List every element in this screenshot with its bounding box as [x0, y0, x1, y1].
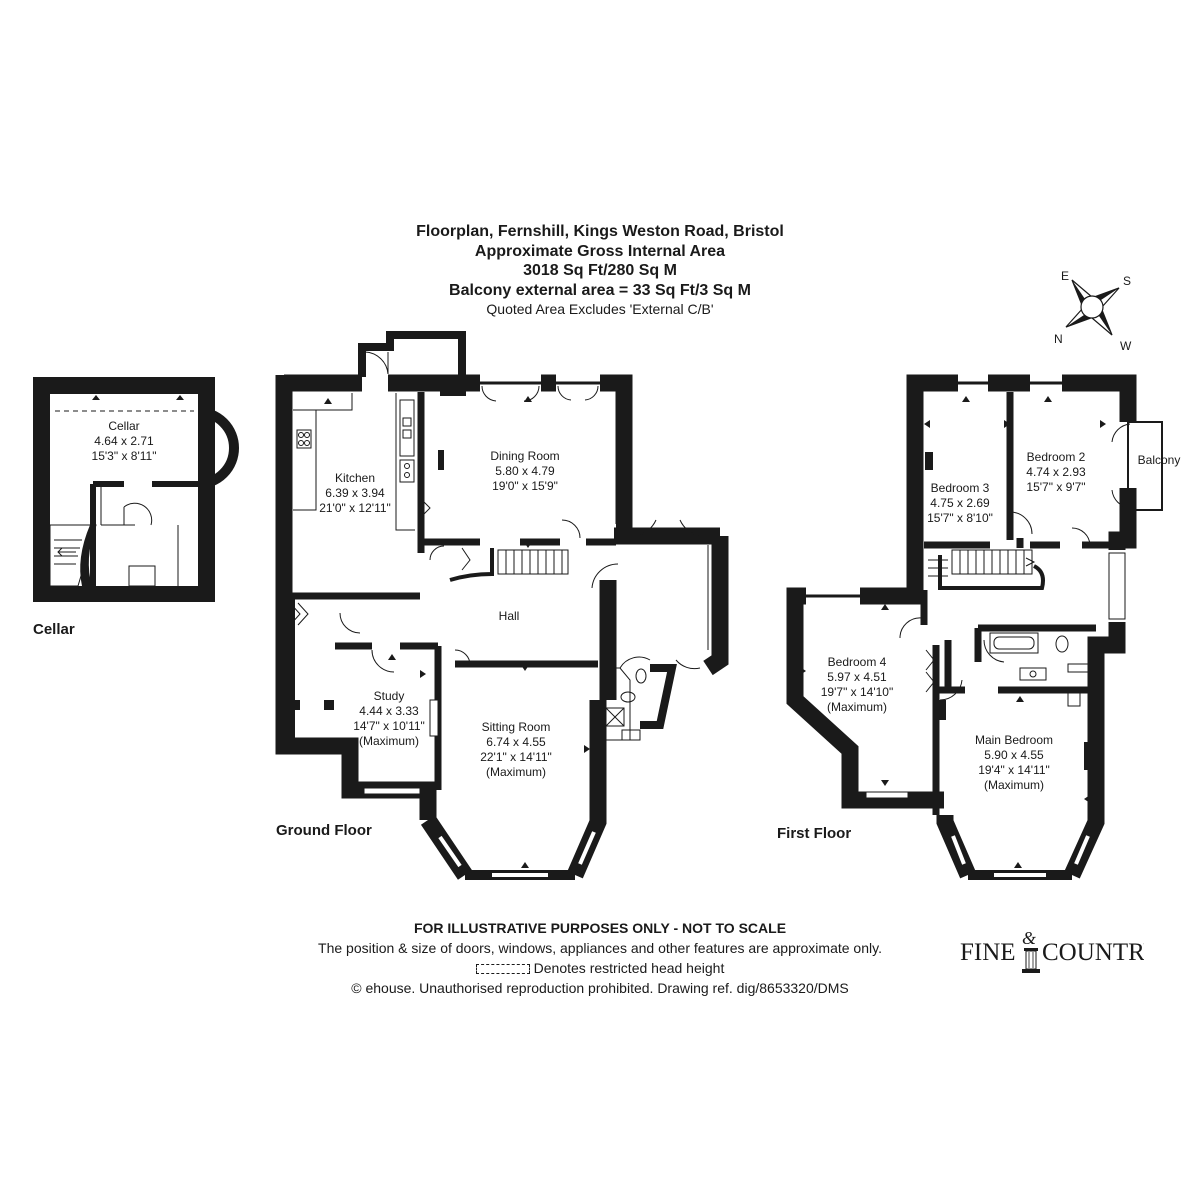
compass-n: N	[1054, 332, 1063, 346]
bedroom2-metric: 4.74 x 2.93	[1026, 465, 1086, 479]
main-bedroom-note: (Maximum)	[984, 778, 1044, 792]
cellar-imperial: 15'3" x 8'11"	[92, 449, 157, 463]
main-bedroom-metric: 5.90 x 4.55	[984, 748, 1044, 762]
head-height-legend: Denotes restricted head height	[260, 958, 940, 978]
ground-floor-plan: Kitchen 6.39 x 3.94 21'0" x 12'11" Dinin…	[275, 331, 729, 880]
sitting-metric: 6.74 x 4.55	[486, 735, 546, 749]
disclaimer: FOR ILLUSTRATIVE PURPOSES ONLY - NOT TO …	[413, 920, 787, 936]
plan-header: Floorplan, Fernshill, Kings Weston Road,…	[0, 222, 1200, 319]
fine-country-logo: FINE & COUNTRY	[960, 928, 1144, 973]
bedroom4-name: Bedroom 4	[828, 655, 887, 669]
cellar-name: Cellar	[108, 419, 139, 433]
hall-name: Hall	[499, 609, 520, 623]
sitting-imperial: 22'1" x 14'11"	[480, 750, 552, 764]
position-note: The position & size of doors, windows, a…	[318, 940, 882, 956]
compass-w: W	[1120, 339, 1132, 353]
area-value: 3018 Sq Ft/280 Sq M	[523, 262, 677, 279]
copyright: © ehouse. Unauthorised reproduction proh…	[351, 980, 849, 996]
sitting-note: (Maximum)	[486, 765, 546, 779]
bedroom4-imperial: 19'7" x 14'10"	[821, 685, 894, 699]
bedroom2-name: Bedroom 2	[1027, 450, 1086, 464]
bedroom4-note: (Maximum)	[827, 700, 887, 714]
kitchen-metric: 6.39 x 3.94	[325, 486, 385, 500]
brand-left: FINE	[960, 939, 1016, 966]
ground-floor-label: Ground Floor	[276, 822, 372, 839]
compass-s: S	[1123, 274, 1131, 288]
cellar-floor-label: Cellar	[33, 621, 75, 638]
legend-text: Denotes restricted head height	[533, 960, 725, 976]
compass-icon: E S N W	[1054, 269, 1132, 353]
dining-name: Dining Room	[490, 449, 559, 463]
study-imperial: 14'7" x 10'11"	[353, 719, 425, 733]
main-bedroom-imperial: 19'4" x 14'11"	[978, 763, 1050, 777]
cellar-metric: 4.64 x 2.71	[94, 434, 154, 448]
study-note: (Maximum)	[359, 734, 419, 748]
study-metric: 4.44 x 3.33	[359, 704, 419, 718]
compass-e: E	[1061, 269, 1069, 283]
main-bedroom-name: Main Bedroom	[975, 733, 1053, 747]
sitting-name: Sitting Room	[482, 720, 551, 734]
bedroom3-name: Bedroom 3	[931, 481, 990, 495]
first-floor-label: First Floor	[777, 825, 851, 842]
column-icon	[1022, 948, 1040, 973]
kitchen-imperial: 21'0" x 12'11"	[319, 501, 391, 515]
dining-imperial: 19'0" x 15'9"	[492, 479, 558, 493]
bedroom3-imperial: 15'7" x 8'10"	[927, 511, 993, 525]
bedroom4-metric: 5.97 x 4.51	[827, 670, 887, 684]
brand-amp: &	[1022, 928, 1036, 948]
brand-right: COUNTRY	[1042, 939, 1144, 966]
plan-title: Floorplan, Fernshill, Kings Weston Road,…	[416, 223, 784, 240]
area-label: Approximate Gross Internal Area	[474, 242, 726, 260]
balcony-name: Balcony	[1138, 453, 1181, 467]
area-note: Quoted Area Excludes 'External C/B'	[486, 301, 714, 317]
plan-footer: FOR ILLUSTRATIVE PURPOSES ONLY - NOT TO …	[260, 918, 940, 998]
study-name: Study	[374, 689, 405, 703]
first-floor-plan: Bedroom 3 4.75 x 2.69 15'7" x 8'10" Bedr…	[786, 374, 1181, 880]
balcony-area: Balcony external area = 33 Sq Ft/3 Sq M	[449, 281, 751, 299]
kitchen-name: Kitchen	[335, 471, 375, 485]
dining-metric: 5.80 x 4.79	[495, 464, 555, 478]
cellar-plan: Cellar 4.64 x 2.71 15'3" x 8'11"	[33, 377, 239, 602]
bedroom3-metric: 4.75 x 2.69	[930, 496, 990, 510]
bedroom2-imperial: 15'7" x 9'7"	[1026, 480, 1085, 494]
dashed-box-icon	[475, 964, 530, 975]
